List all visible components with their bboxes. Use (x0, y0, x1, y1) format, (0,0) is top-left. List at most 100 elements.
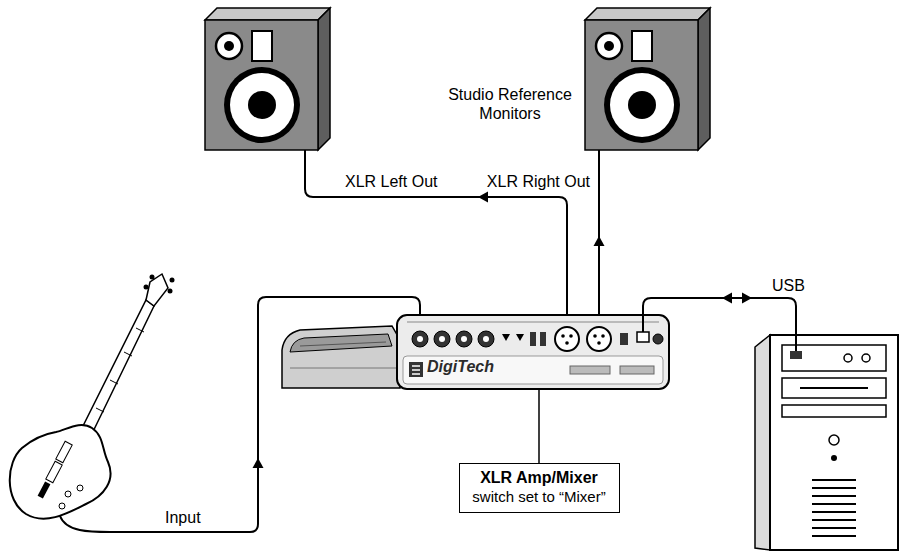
signal-label-text: Input (165, 508, 201, 527)
input-cable (60, 297, 420, 532)
guitar-tuner (170, 278, 175, 283)
indicator-triangle (502, 334, 510, 341)
xlr-right-jack (587, 327, 611, 351)
computer-tower (755, 335, 898, 550)
pedal-treadle (290, 334, 392, 352)
pedal-edge (290, 368, 396, 369)
guitar-neck (76, 300, 154, 446)
expression-pedal (282, 326, 400, 388)
processor-drawing (397, 315, 669, 389)
guitar-tuner (150, 275, 155, 280)
multi-effects-processor: DigiTech (397, 315, 669, 389)
vent (812, 487, 856, 489)
usb-socket (790, 351, 802, 359)
indicator-triangle (516, 334, 524, 341)
vent (812, 479, 856, 481)
signal-arrow (253, 458, 264, 468)
vent (812, 527, 856, 529)
power-led (831, 455, 837, 461)
guitar (10, 274, 175, 519)
logo-icon-line (412, 373, 420, 375)
drive-slot (800, 387, 868, 389)
xlr-pin (593, 334, 597, 338)
drive-bay (782, 345, 886, 371)
leader-line (538, 389, 540, 463)
signal-label: USB (772, 276, 805, 295)
brand-logo: DigiTech (427, 357, 494, 377)
logo-icon (409, 362, 423, 377)
xlr-right-cable (598, 150, 600, 315)
jack (478, 331, 494, 347)
guitar-knob (65, 491, 71, 497)
tower-button (844, 354, 852, 362)
signal-arrow (478, 192, 488, 203)
vent (812, 495, 856, 497)
drive-bay (782, 378, 886, 398)
ground-switch (540, 332, 546, 346)
guitar-body (10, 425, 111, 519)
callout-note: switch set to “Mixer” (472, 488, 605, 507)
input-jack (412, 331, 428, 347)
guitar-pickup (56, 441, 72, 462)
signal-label-text: USB (772, 276, 805, 295)
pedal-grip (300, 342, 386, 346)
drive-bay (782, 405, 886, 417)
logo-icon-line (412, 369, 420, 371)
signal-label-text: XLR Right Out (487, 172, 590, 191)
guitar-fret (136, 328, 144, 332)
vent (812, 535, 856, 537)
vent (812, 519, 856, 521)
signal-label: Input (165, 508, 201, 527)
callout-heading: XLR Amp/Mixer (480, 468, 598, 488)
vent (812, 503, 856, 505)
xlr-left-jack (555, 327, 579, 351)
guitar-pickup (46, 461, 62, 482)
guitar-headstock (146, 274, 168, 306)
processor-bevel (407, 322, 659, 323)
guitar-fret (110, 380, 118, 384)
jack (434, 331, 450, 347)
guitar-knob (59, 503, 65, 509)
jack (456, 331, 472, 347)
monitor-label-text: Studio Reference Monitors (440, 85, 580, 123)
guitar-knob (77, 485, 83, 491)
small-switch (620, 333, 628, 345)
power-button (829, 435, 839, 445)
guitar-fret (124, 352, 132, 356)
jack-hole (417, 336, 423, 342)
signal-label-text: XLR Left Out (345, 172, 438, 191)
pedal-body (282, 326, 400, 388)
panel-detail (620, 366, 654, 374)
jack-hole (439, 336, 445, 342)
front-panel (403, 356, 663, 384)
jack-hole (461, 336, 467, 342)
processor-body (397, 315, 669, 389)
callout-box: XLR Amp/Mixerswitch set to “Mixer” (459, 463, 620, 513)
signal-arrow (722, 293, 732, 304)
jack-hole (483, 336, 489, 342)
guitar-tuner (168, 289, 173, 294)
xlr-pin (597, 341, 601, 345)
usb-cable (643, 298, 796, 351)
right-monitor (585, 8, 710, 150)
power-jack (653, 334, 663, 344)
guitar-bridge (38, 482, 51, 499)
signal-label: XLR Left Out (345, 172, 438, 191)
xlr-pin (565, 341, 569, 345)
cables (60, 150, 796, 532)
amp-mixer-switch (530, 332, 536, 346)
tower-side (755, 335, 770, 550)
signal-label: XLR Right Out (487, 172, 590, 191)
logo-icon-line (412, 365, 420, 367)
monitor-label: Studio Reference Monitors (440, 85, 580, 123)
vent (812, 511, 856, 513)
tower-button (862, 354, 870, 362)
left-monitor (205, 8, 330, 150)
guitar-fret (96, 408, 104, 412)
signal-arrow (742, 293, 752, 304)
xlr-pin (601, 334, 605, 338)
xlr-pin (561, 334, 565, 338)
tower-front (770, 335, 898, 550)
guitar-tuner (144, 285, 149, 290)
